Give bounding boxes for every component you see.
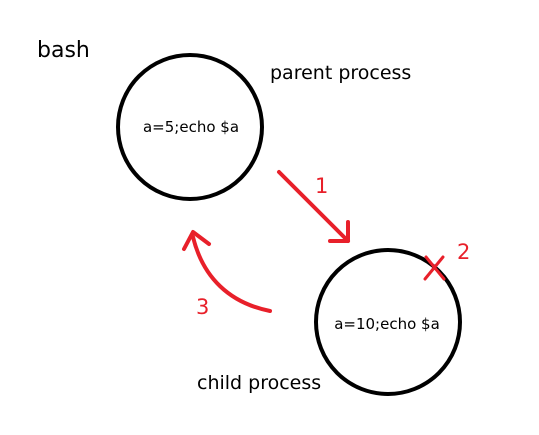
diagram-title: bash: [37, 38, 90, 63]
step-2-label: 2: [457, 240, 470, 264]
step-3-label: 3: [196, 295, 209, 319]
parent-process-node: [116, 53, 264, 201]
step-1-label: 1: [315, 174, 328, 198]
fork-arrow: [277, 170, 350, 243]
child-process-node: [314, 248, 462, 396]
terminate-x-mark: [423, 255, 446, 281]
child-process-command: a=10;echo $a: [334, 315, 440, 333]
child-process-label: child process: [197, 372, 321, 394]
return-arrow: [182, 230, 272, 313]
parent-process-command: a=5;echo $a: [143, 118, 239, 136]
parent-process-label: parent process: [270, 62, 411, 84]
